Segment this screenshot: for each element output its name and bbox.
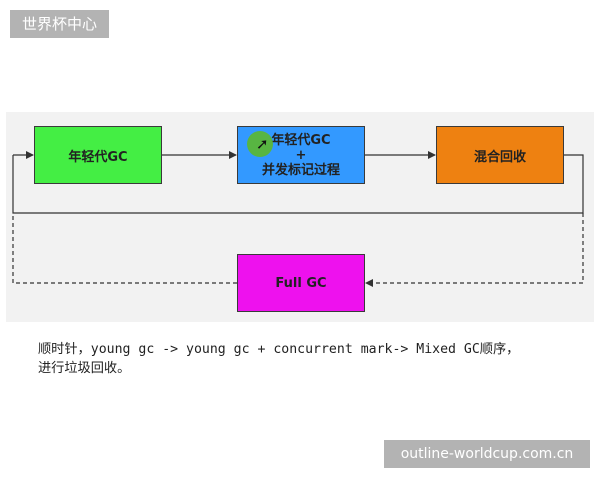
dashed-line-from-full-gc [12, 213, 237, 284]
mouse-cursor-icon: ➚ [256, 135, 269, 153]
caption-line2: 进行垃圾回收。 [38, 361, 131, 376]
watermark-bottom-right: outline-worldcup.com.cn [384, 440, 590, 468]
caption-line1: 顺时针，young gc -> young gc + concurrent ma… [38, 342, 520, 357]
box-young-gc-label: 年轻代GC [68, 149, 128, 165]
box-full-gc-label: Full GC [275, 275, 327, 291]
box-full-gc: Full GC [237, 254, 365, 312]
cursor-highlight [247, 131, 273, 157]
box-mixed-gc: 混合回收 [436, 126, 564, 184]
dashed-line-to-full-gc [365, 213, 584, 287]
box-young-concurrent-line1: 年轻代GC [271, 132, 331, 148]
box-young-concurrent-line3: 并发标记过程 [261, 162, 340, 178]
watermark-top-left: 世界杯中心 [10, 10, 109, 38]
box-young-gc: 年轻代GC [34, 126, 162, 184]
caption: 顺时针，young gc -> young gc + concurrent ma… [38, 340, 578, 378]
box-mixed-gc-label: 混合回收 [473, 149, 526, 165]
box-young-concurrent-line2: + [295, 147, 307, 163]
